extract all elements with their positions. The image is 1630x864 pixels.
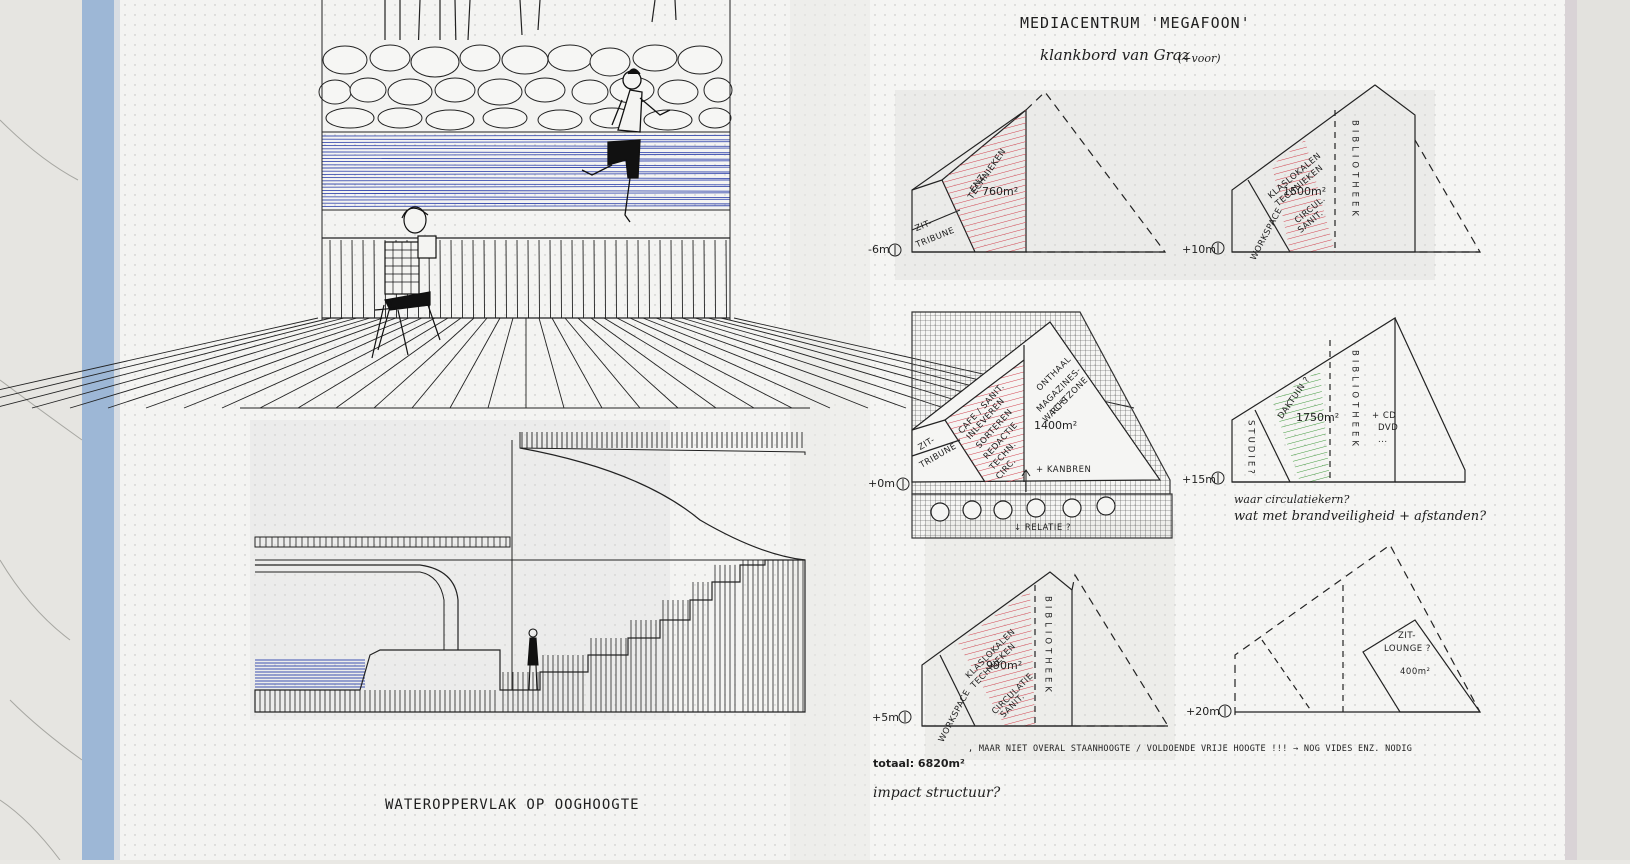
grass-stalks [0, 119, 83, 861]
water-surface [321, 134, 731, 207]
section-water [255, 659, 365, 688]
wooden-deck [0, 317, 1135, 409]
diagram-minus6m [911, 91, 1167, 253]
rock-wall [318, 40, 733, 131]
total-area: totaal: 6820m² [873, 757, 965, 770]
diagram-plus20m [1234, 544, 1482, 715]
diagram-plus15m [1231, 316, 1466, 483]
page-subtitle-note: (+voor) [1178, 52, 1221, 65]
plus0-relation: ↓ RELATIE ? [1014, 523, 1071, 533]
stepped-terraces [259, 560, 804, 712]
total-note: , MAAR NIET OVERAL STAANHOOGTE / VOLDOEN… [968, 744, 1413, 754]
waterfront-sketch [0, 0, 1135, 409]
reading-person [371, 206, 441, 359]
level-plus10-label: +10m [1182, 243, 1216, 256]
diagram-plus5m [921, 571, 1170, 727]
plus0-arrow-note: + KANBREN [1036, 465, 1092, 475]
left-page-caption: WATEROPPERVLAK OP OOGHOOGTE [385, 797, 640, 813]
plus15-extra-3: ... [1378, 435, 1388, 445]
page-title: MEDIACENTRUM 'MEGAFOON' [1020, 14, 1251, 32]
diagram-plus10m [1231, 84, 1482, 253]
notebook-cover-edge [82, 0, 114, 860]
level-minus6-label: -6m [868, 243, 890, 256]
level-plus5-label: +5m [872, 711, 899, 724]
standing-person [527, 628, 539, 691]
plus15-vertical: BIBLIOTHEEK [1349, 350, 1360, 451]
book-gutter [790, 0, 870, 860]
plus15-area: 1750m² [1296, 411, 1340, 424]
plus20-area: 400m² [1400, 667, 1431, 677]
running-person [581, 68, 671, 223]
minus6-area: 760m² [982, 185, 1019, 198]
plus15-side: STUDIE? [1245, 420, 1256, 477]
section-roof-hatch [521, 432, 803, 448]
page-subtitle: klankbord van Graz [1040, 46, 1190, 64]
plus15-question-2: wat met brandveiligheid + afstanden? [1234, 509, 1487, 524]
plus0-area: 1400m² [1034, 419, 1078, 432]
plus5-area: 990m² [986, 659, 1023, 672]
plus15-question-1: waar circulatiekern? [1234, 493, 1350, 506]
plus15-extra-2: DVD [1378, 423, 1399, 433]
plus20-program-2: LOUNGE ? [1384, 644, 1431, 654]
level-markers [888, 241, 1232, 724]
plus5-vertical: BIBLIOTHEEK [1042, 596, 1053, 697]
plus20-program-1: ZIT- [1398, 631, 1416, 641]
level-plus15-label: +15m [1182, 473, 1216, 486]
plus10-area: 1500m² [1283, 185, 1327, 198]
plus15-extra-1: + CD [1372, 411, 1397, 421]
section-sketch [254, 432, 806, 713]
plus10-vertical: BIBLIOTHEEK [1349, 120, 1360, 221]
level-plus0-label: +0m [868, 477, 895, 490]
impact-note: impact structuur? [873, 785, 1001, 801]
level-plus20-label: +20m [1186, 705, 1220, 718]
diagram-plus0m [911, 311, 1173, 539]
